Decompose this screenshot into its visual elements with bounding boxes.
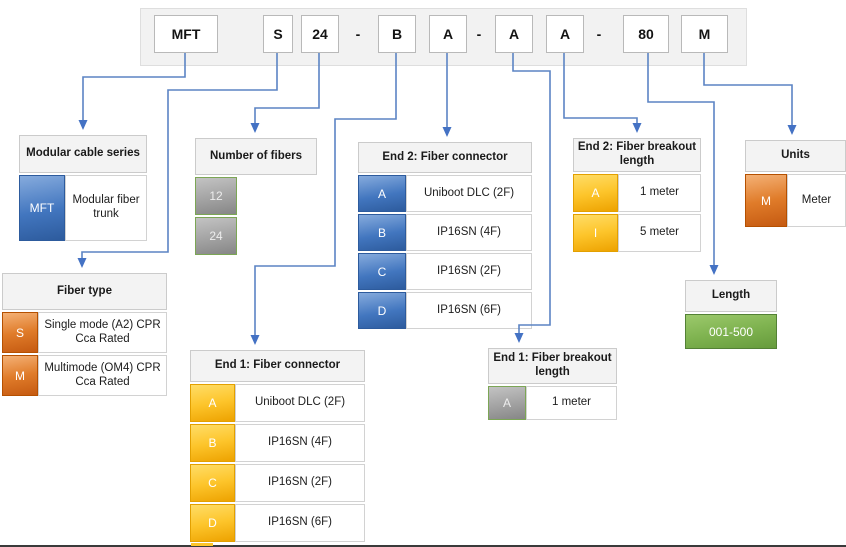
legend-title: Number of fibers: [195, 138, 317, 175]
legend-row: MFT Modular fiber trunk: [19, 175, 147, 241]
code-cell: 001-500: [685, 314, 777, 349]
part-number-bar: MFT - S 24 - B A - A A - 80 M: [140, 8, 747, 66]
legend-title: End 2: Fiber connector: [358, 142, 532, 173]
legend-box-end1-connector: End 1: Fiber connector A Uniboot DLC (2F…: [190, 350, 365, 542]
part-segment-end2-breakout: A: [546, 15, 584, 53]
part-segment-units: M: [681, 15, 728, 53]
legend-row: D IP16SN (6F): [358, 292, 532, 329]
desc-cell: Modular fiber trunk: [65, 175, 147, 241]
legend-row: B IP16SN (4F): [190, 424, 365, 462]
legend-box-fiber-type: Fiber type S Single mode (A2) CPR Cca Ra…: [2, 273, 167, 396]
code-cell: A: [190, 384, 235, 422]
code-cell: A: [573, 174, 618, 212]
legend-box-end2-connector: End 2: Fiber connector A Uniboot DLC (2F…: [358, 142, 532, 329]
desc-cell: IP16SN (6F): [406, 292, 532, 329]
legend-row: A 1 meter: [573, 174, 701, 212]
desc-cell: IP16SN (2F): [235, 464, 365, 502]
code-cell: MFT: [19, 175, 65, 241]
part-segment-dash: -: [355, 26, 361, 42]
legend-title: Fiber type: [2, 273, 167, 310]
legend-row: A Uniboot DLC (2F): [190, 384, 365, 422]
part-segment-end2-connector: A: [429, 15, 467, 53]
code-cell: 12: [195, 177, 237, 215]
desc-cell: IP16SN (6F): [235, 504, 365, 542]
legend-box-length: Length 001-500: [685, 280, 777, 349]
code-cell: B: [190, 424, 235, 462]
desc-cell: Multimode (OM4) CPR Cca Rated: [38, 355, 167, 396]
part-segment-dash: -: [476, 26, 482, 42]
legend-row: I 5 meter: [573, 214, 701, 252]
part-segment-end1-connector: B: [378, 15, 416, 53]
legend-row: S Single mode (A2) CPR Cca Rated: [2, 312, 167, 353]
desc-cell: IP16SN (2F): [406, 253, 532, 290]
legend-row: C IP16SN (2F): [190, 464, 365, 502]
legend-title: End 1: Fiber breakout length: [488, 348, 617, 384]
part-segment-series: MFT: [154, 15, 218, 53]
legend-title: End 2: Fiber breakout length: [573, 138, 701, 172]
desc-cell: IP16SN (4F): [406, 214, 532, 251]
legend-row: 12: [195, 177, 317, 215]
legend-row: C IP16SN (2F): [358, 253, 532, 290]
legend-row: 24: [195, 217, 317, 255]
desc-cell: 5 meter: [618, 214, 701, 252]
code-cell: S: [2, 312, 38, 353]
code-cell: D: [190, 504, 235, 542]
code-cell: D: [358, 292, 406, 329]
legend-row: M Multimode (OM4) CPR Cca Rated: [2, 355, 167, 396]
bottom-divider: [0, 545, 846, 547]
code-cell: C: [358, 253, 406, 290]
desc-cell: Uniboot DLC (2F): [235, 384, 365, 422]
part-segment-length: 80: [623, 15, 669, 53]
legend-box-end1-breakout: End 1: Fiber breakout length A 1 meter: [488, 348, 617, 420]
part-segment-fiber-count: 24: [301, 15, 339, 53]
legend-title: Units: [745, 140, 846, 172]
legend-row: A 1 meter: [488, 386, 617, 420]
legend-row: M Meter: [745, 174, 846, 227]
legend-row: B IP16SN (4F): [358, 214, 532, 251]
legend-box-fiber-count: Number of fibers 12 24: [195, 138, 317, 255]
desc-cell: Uniboot DLC (2F): [406, 175, 532, 212]
part-segment-dash: -: [596, 26, 602, 42]
code-cell: A: [488, 386, 526, 420]
code-cell: 24: [195, 217, 237, 255]
desc-cell: Single mode (A2) CPR Cca Rated: [38, 312, 167, 353]
code-cell: I: [573, 214, 618, 252]
desc-cell: 1 meter: [526, 386, 617, 420]
legend-box-series: Modular cable series MFT Modular fiber t…: [19, 135, 147, 241]
legend-title: Modular cable series: [19, 135, 147, 173]
part-segment-fiber-type: S: [263, 15, 293, 53]
code-cell: C: [190, 464, 235, 502]
part-segment-end1-breakout: A: [495, 15, 533, 53]
desc-cell: IP16SN (4F): [235, 424, 365, 462]
legend-title: Length: [685, 280, 777, 312]
legend-row: D IP16SN (6F): [190, 504, 365, 542]
legend-row: A Uniboot DLC (2F): [358, 175, 532, 212]
legend-box-end2-breakout: End 2: Fiber breakout length A 1 meter I…: [573, 138, 701, 252]
cropped-cell-fragment: [191, 543, 213, 546]
legend-box-units: Units M Meter: [745, 140, 846, 227]
legend-row: 001-500: [685, 314, 777, 349]
desc-cell: 1 meter: [618, 174, 701, 212]
code-cell: M: [745, 174, 787, 227]
code-cell: M: [2, 355, 38, 396]
desc-cell: Meter: [787, 174, 846, 227]
legend-title: End 1: Fiber connector: [190, 350, 365, 382]
code-cell: A: [358, 175, 406, 212]
code-cell: B: [358, 214, 406, 251]
